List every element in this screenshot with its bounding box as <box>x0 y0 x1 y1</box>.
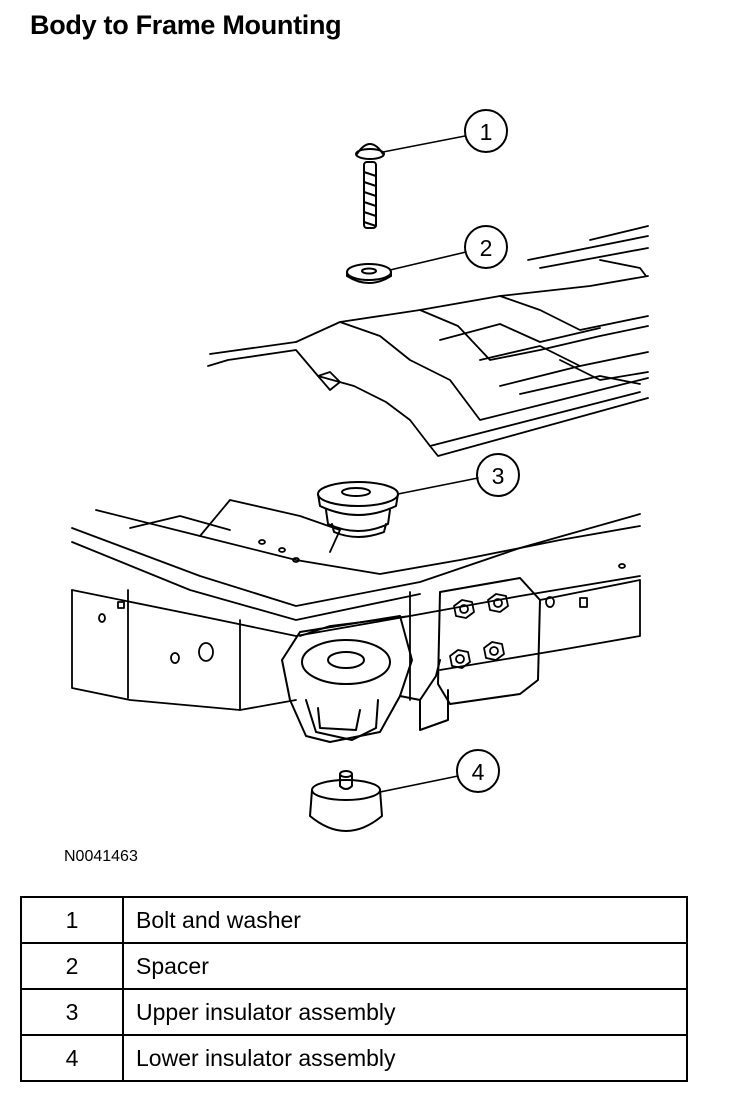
exploded-diagram: 1 2 3 4 <box>71 109 649 832</box>
legend-number: 1 <box>20 896 124 944</box>
legend-description: Spacer <box>122 942 688 990</box>
table-row: 1 Bolt and washer <box>20 896 688 944</box>
callout-1-label: 1 <box>480 119 493 145</box>
callout-2-label: 2 <box>480 235 493 261</box>
mount-bracket <box>281 615 441 743</box>
bolt-part <box>355 143 385 229</box>
crossmember-plate <box>419 577 541 731</box>
lower-insulator-part <box>309 770 383 832</box>
spacer-part <box>346 263 392 284</box>
upper-insulator-part <box>317 481 399 538</box>
frame-rail <box>71 499 641 711</box>
floor-pan <box>207 225 649 457</box>
legend-description: Lower insulator assembly <box>122 1034 688 1082</box>
table-row: 4 Lower insulator assembly <box>20 1034 688 1082</box>
callout-3-label: 3 <box>492 463 505 489</box>
page-title: Body to Frame Mounting <box>30 10 342 40</box>
parts-legend-table: 1 Bolt and washer 2 Spacer 3 Upper insul… <box>20 896 688 1082</box>
callout-3: 3 <box>476 453 520 497</box>
legend-number: 2 <box>20 942 124 990</box>
leader-lines <box>379 135 479 793</box>
legend-description: Bolt and washer <box>122 896 688 944</box>
figure-id: N0041463 <box>64 848 138 865</box>
legend-number: 4 <box>20 1034 124 1082</box>
table-row: 2 Spacer <box>20 942 688 990</box>
legend-description: Upper insulator assembly <box>122 988 688 1036</box>
callout-4: 4 <box>456 749 500 793</box>
legend-number: 3 <box>20 988 124 1036</box>
callout-1: 1 <box>464 109 508 153</box>
callout-2: 2 <box>464 225 508 269</box>
callout-4-label: 4 <box>472 759 485 785</box>
table-row: 3 Upper insulator assembly <box>20 988 688 1036</box>
